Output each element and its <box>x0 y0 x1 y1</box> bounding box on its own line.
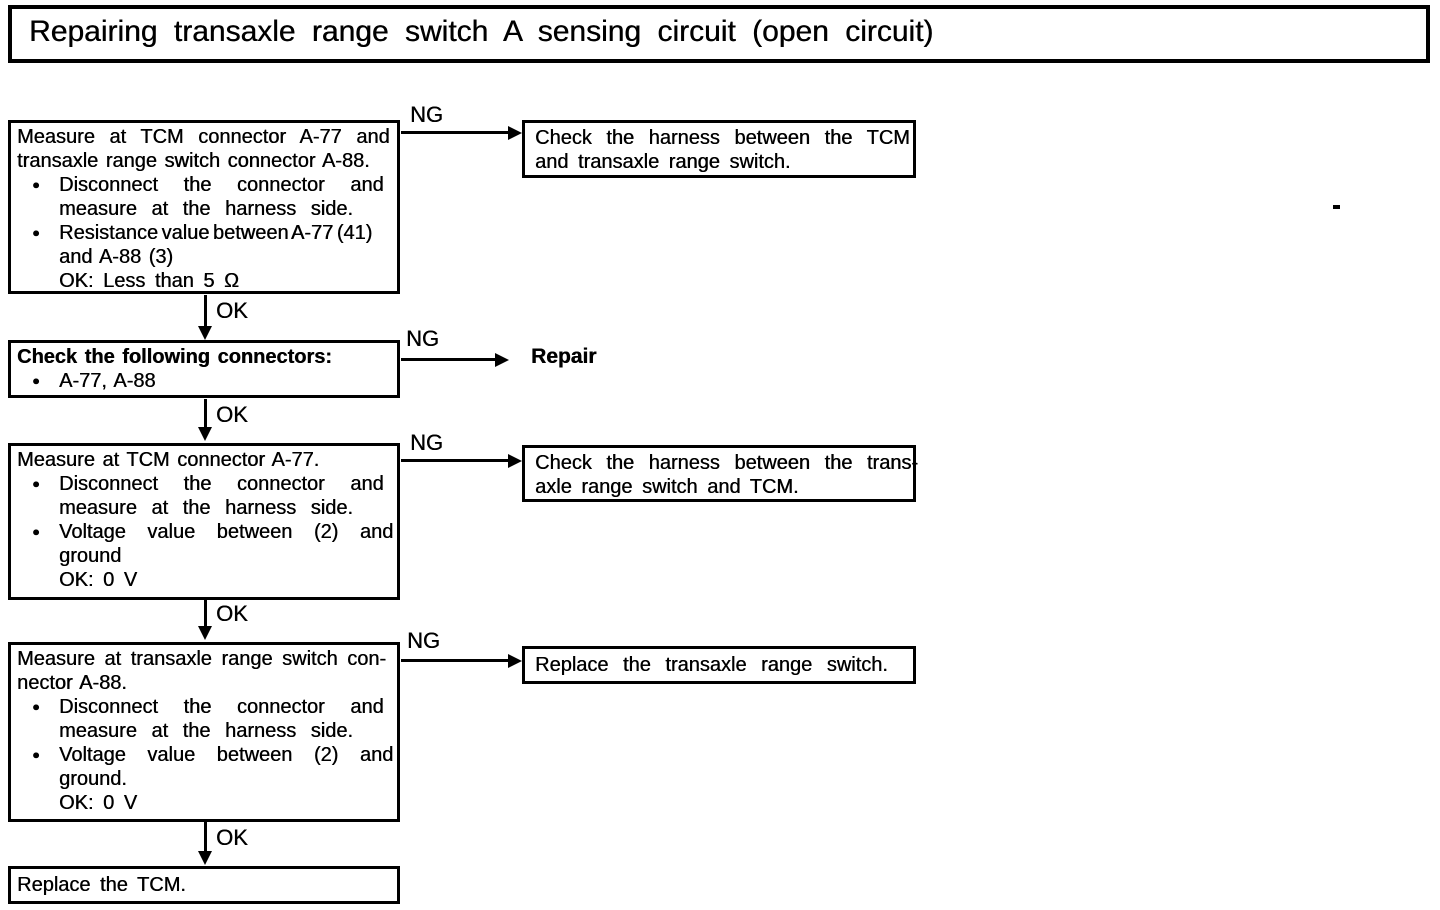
text-line: axle range switch and TCM. <box>535 476 799 498</box>
result-box-4: Replace the transaxle range switch. <box>522 646 916 684</box>
text-line: ground <box>59 545 122 567</box>
bullet-icon <box>32 695 40 719</box>
bullet-text: Voltage value between (2) and <box>59 521 394 543</box>
arrow-down-icon <box>198 326 212 340</box>
step-box-1: Measure at TCM connector A-77 and transa… <box>8 120 400 294</box>
bullet-icon <box>32 520 40 544</box>
bullet-icon <box>32 472 40 496</box>
ng-label-1: NG <box>410 102 443 127</box>
bullet-line: Voltage value between (2) and <box>11 743 397 767</box>
arrow-right-icon <box>508 654 522 668</box>
page-title: Repairing transaxle range switch A sensi… <box>29 15 934 48</box>
bullet-line: Disconnect the connector and <box>11 173 397 197</box>
bullet-text: Disconnect the connector and <box>59 473 384 495</box>
bullet-icon <box>32 173 40 197</box>
bullet-icon <box>32 743 40 767</box>
bullet-text: Disconnect the connector and <box>59 696 384 718</box>
bullet-line: Resistance value between A-77 (41) <box>11 221 397 245</box>
text-line: measure at the harness side. <box>59 198 353 220</box>
text-line: OK: 0 V <box>59 569 138 591</box>
text-line: ground. <box>59 768 127 790</box>
scan-speck <box>1333 205 1340 209</box>
text-line: Check the harness between the TCM <box>535 127 910 149</box>
ok-connector-line-1 <box>204 295 207 327</box>
ng-label-2: NG <box>406 326 439 351</box>
text-line: nector A-88. <box>17 672 127 694</box>
step-box-2: Check the following connectors: A-77, A-… <box>8 340 400 398</box>
bullet-text: Voltage value between (2) and <box>59 744 394 766</box>
text-line: transaxle range switch connector A-88. <box>17 150 370 172</box>
ok-label-2: OK <box>216 402 248 427</box>
step-box-3: Measure at TCM connector A-77. Disconnec… <box>8 443 400 600</box>
text-line: OK: 0 V <box>59 792 138 814</box>
repair-label: Repair <box>531 345 597 368</box>
title-box: Repairing transaxle range switch A sensi… <box>8 5 1430 63</box>
text-line: Replace the transaxle range switch. <box>535 654 888 676</box>
result-box-3: Check the harness between the trans- axl… <box>522 445 918 502</box>
ng-connector-line-3 <box>401 459 511 462</box>
bullet-line: Voltage value between (2) and <box>11 520 397 544</box>
bullet-line: Disconnect the connector and <box>11 695 397 719</box>
arrow-down-icon <box>198 851 212 865</box>
text-line: Measure at TCM connector A-77. <box>17 449 320 471</box>
ok-label-4: OK <box>216 825 248 850</box>
text-line: OK: Less than 5 Ω <box>59 270 239 292</box>
ok-connector-line-3 <box>204 600 207 627</box>
bullet-text: Disconnect the connector and <box>59 174 384 196</box>
ok-connector-line-4 <box>204 821 207 852</box>
ng-connector-line-2 <box>401 358 498 361</box>
step-box-4: Measure at transaxle range switch con- n… <box>8 642 400 822</box>
step-box-5: Replace the TCM. <box>8 866 400 904</box>
text-line: measure at the harness side. <box>59 720 353 742</box>
bullet-text: A-77, A-88 <box>59 370 156 392</box>
ok-label-3: OK <box>216 601 248 626</box>
ng-label-4: NG <box>407 628 440 653</box>
text-line: Check the harness between the trans- <box>535 452 918 474</box>
arrow-right-icon <box>508 126 522 140</box>
result-box-1: Check the harness between the TCM and tr… <box>522 120 916 178</box>
ng-connector-line-1 <box>401 131 511 134</box>
text-line: Replace the TCM. <box>17 874 186 896</box>
bullet-text: Resistance value between A-77 (41) <box>59 222 373 244</box>
text-line: measure at the harness side. <box>59 497 353 519</box>
ng-label-3: NG <box>410 430 443 455</box>
text-line: Measure at transaxle range switch con- <box>17 648 387 670</box>
text-line: and transaxle range switch. <box>535 151 791 173</box>
text-line: and A-88 (3) <box>59 246 174 268</box>
ok-label-1: OK <box>216 298 248 323</box>
ng-connector-line-4 <box>401 659 511 662</box>
bullet-line: A-77, A-88 <box>11 369 397 393</box>
text-line: Check the following connectors: <box>17 346 332 368</box>
bullet-icon <box>32 221 40 245</box>
bullet-line: Disconnect the connector and <box>11 472 397 496</box>
arrow-right-icon <box>508 454 522 468</box>
arrow-right-icon <box>495 353 509 367</box>
arrow-down-icon <box>198 626 212 640</box>
ok-connector-line-2 <box>204 399 207 428</box>
arrow-down-icon <box>198 427 212 441</box>
text-line: Measure at TCM connector A-77 and <box>17 126 390 148</box>
bullet-icon <box>32 369 40 393</box>
